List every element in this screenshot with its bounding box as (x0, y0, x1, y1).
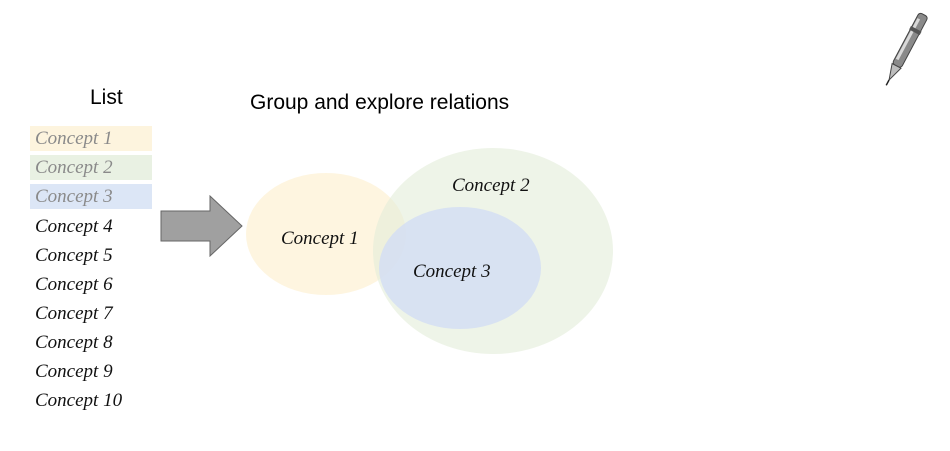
right-arrow-icon (160, 195, 243, 257)
page-title: Group and explore relations (250, 91, 510, 114)
list-title: List (90, 86, 123, 109)
venn-circle-1[interactable] (246, 173, 406, 295)
concept-item-10[interactable]: Concept 10 (35, 390, 123, 411)
venn-diagram: Concept 1 Concept 2 Concept 3 (246, 148, 613, 354)
concept-item-3[interactable]: Concept 3 (30, 184, 152, 209)
venn-label-1: Concept 1 (281, 228, 359, 249)
concept-list: Concept 1 Concept 2 Concept 3 Concept 4 … (30, 126, 160, 416)
concept-item-8[interactable]: Concept 8 (35, 332, 113, 353)
concept-item-2[interactable]: Concept 2 (30, 155, 152, 180)
concept-item-9[interactable]: Concept 9 (35, 361, 113, 382)
pen-icon[interactable] (880, 8, 930, 92)
concept-item-7[interactable]: Concept 7 (35, 303, 113, 324)
concept-item-4[interactable]: Concept 4 (35, 216, 113, 237)
concept-item-1[interactable]: Concept 1 (30, 126, 152, 151)
concept-item-6[interactable]: Concept 6 (35, 274, 113, 295)
venn-circle-3[interactable] (379, 207, 541, 329)
venn-label-2: Concept 2 (452, 175, 530, 196)
concept-item-5[interactable]: Concept 5 (35, 245, 113, 266)
venn-label-3: Concept 3 (413, 261, 491, 282)
